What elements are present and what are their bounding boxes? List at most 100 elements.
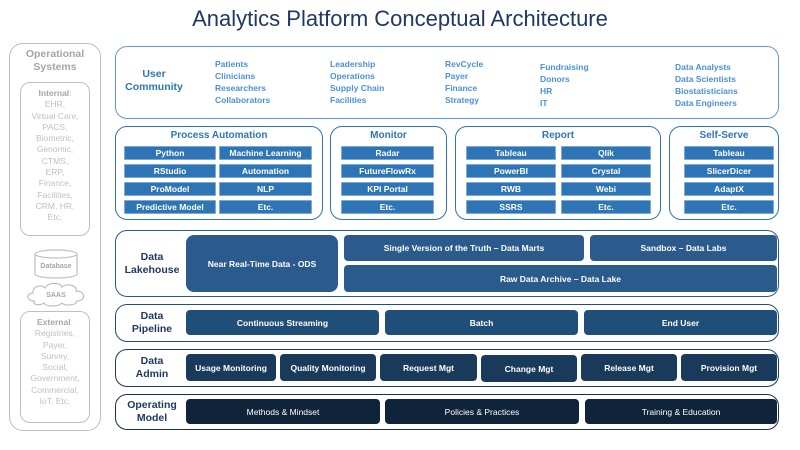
external-systems-box: External: Registries, Payer, Survey, Soc… (20, 311, 90, 423)
pl-label-line1: Data (140, 310, 164, 322)
user-group: HR (540, 86, 553, 96)
data-marts-block: Single Version of the Truth – Data Marts (344, 235, 584, 261)
admin-block: Change Mgt (481, 355, 577, 382)
page-title: Analytics Platform Conceptual Architectu… (192, 6, 608, 31)
internal-item: CRM, HR, (35, 200, 75, 211)
pipeline-block: Continuous Streaming (186, 310, 379, 335)
admin-block: Request Mgt (380, 354, 477, 381)
tool-pill: RWB (466, 182, 556, 196)
process-automation-panel: Process Automation Python Machine Learni… (115, 126, 323, 220)
tool-pill: KPI Portal (341, 182, 434, 196)
tool-pill: Automation (219, 164, 312, 178)
self-serve-title: Self-Serve (699, 130, 749, 141)
user-group: RevCycle (445, 59, 484, 69)
external-item: Payer, (42, 339, 68, 350)
saas-label: SAAS (46, 292, 66, 299)
om-label-line2: Model (136, 412, 168, 424)
internal-item: Etc. (47, 212, 63, 223)
tool-pill: Tableau (466, 146, 556, 160)
tool-pill: Etc. (561, 200, 651, 214)
ad-label-line1: Data (140, 355, 164, 367)
user-group: Data Analysts (675, 62, 731, 72)
user-group-column: RevCycle Payer Finance Strategy (445, 58, 483, 106)
admin-block: Usage Monitoring (186, 354, 276, 381)
external-item: IoT, Etc. (39, 396, 71, 407)
operating-model-label: Operating Model (120, 399, 184, 425)
monitor-title: Monitor (370, 130, 407, 141)
external-item: Registries, (34, 328, 76, 339)
process-automation-title: Process Automation (170, 130, 268, 141)
user-community-panel: User Community Patients Clinicians Resea… (115, 46, 779, 119)
user-group-column: Patients Clinicians Researchers Collabor… (215, 58, 270, 106)
internal-item: PACS, (42, 121, 68, 132)
tool-pill: Etc. (684, 200, 774, 214)
user-group: Finance (445, 83, 478, 93)
data-admin-label: Data Admin (120, 355, 184, 381)
ods-block: Near Real-Time Data - ODS (186, 235, 338, 292)
user-community-label: User Community (124, 68, 184, 94)
user-group: Operations (330, 71, 375, 81)
internal-item: EHR, (44, 99, 66, 110)
lh-label-line2: Lakehouse (124, 264, 180, 276)
internal-systems-box: Internal: EHR, Virtual Care, PACS, Biome… (20, 82, 90, 236)
tool-pill: FutureFlowRx (341, 164, 434, 178)
monitor-panel: Monitor Radar FutureFlowRx KPI Portal Et… (330, 126, 447, 220)
tool-pill: Python (124, 146, 216, 160)
database-icon: Database (34, 249, 78, 279)
operational-systems-panel: Operational Systems Internal: EHR, Virtu… (9, 43, 101, 431)
external-item: Commercial, (31, 384, 79, 395)
data-pipeline-label: Data Pipeline (120, 310, 184, 336)
tool-pill: Crystal (561, 164, 651, 178)
internal-item: ERP, (45, 167, 65, 178)
tool-pill: Radar (341, 146, 434, 160)
data-admin-panel: Data Admin Usage Monitoring Quality Moni… (115, 349, 779, 387)
user-group: Patients (215, 59, 249, 69)
internal-item: CTMS, (41, 155, 69, 166)
tool-pill: Predictive Model (124, 200, 216, 214)
tool-pill: RStudio (124, 164, 216, 178)
user-group: Supply Chain (330, 83, 385, 93)
database-label: Database (40, 263, 71, 270)
operating-model-panel: Operating Model Methods & Mindset Polici… (115, 394, 779, 430)
user-group: Collaborators (215, 95, 271, 105)
user-group: Biostatisticians (675, 86, 738, 96)
tool-pill: NLP (219, 182, 312, 196)
internal-item: Genomic, (36, 144, 74, 155)
data-labs-block: Sandbox – Data Labs (590, 235, 777, 261)
admin-block: Provision Mgt (681, 354, 777, 381)
lh-label-line1: Data (140, 251, 164, 263)
ops-title-line2: Systems (33, 61, 77, 73)
ad-label-line2: Admin (135, 368, 169, 380)
tool-pill: Webi (561, 182, 651, 196)
external-item: Social, (42, 362, 68, 373)
data-lake-block: Raw Data Archive – Data Lake (344, 265, 777, 292)
tool-pill: Tableau (684, 146, 774, 160)
admin-block: Release Mgt (581, 354, 677, 381)
external-item: Government, (30, 373, 80, 384)
user-group: Clinicians (215, 71, 256, 81)
data-lakehouse-label: Data Lakehouse (120, 251, 184, 277)
external-item: Survey, (40, 350, 70, 361)
tool-pill: SSRS (466, 200, 556, 214)
user-group: Leadership (330, 59, 376, 69)
user-group-column: Leadership Operations Supply Chain Facil… (330, 58, 384, 106)
tool-pill: SlicerDicer (684, 164, 774, 178)
tool-pill: PowerBI (466, 164, 556, 178)
ops-title-line1: Operational (25, 48, 85, 60)
user-group: Researchers (215, 83, 267, 93)
internal-item: Biometric, (36, 133, 74, 144)
om-label-line1: Operating (127, 399, 177, 411)
user-group: Facilities (330, 95, 367, 105)
self-serve-panel: Self-Serve Tableau SlicerDicer AdaptX Et… (669, 126, 779, 220)
tool-pill: Etc. (219, 200, 312, 214)
tool-pill: ProModel (124, 182, 216, 196)
admin-block: Quality Monitoring (280, 354, 376, 381)
user-group: Data Engineers (675, 98, 737, 108)
user-group-column: Data Analysts Data Scientists Biostatist… (675, 61, 738, 109)
user-group: Payer (445, 71, 469, 81)
operating-block: Methods & Mindset (186, 399, 380, 424)
report-title: Report (541, 130, 575, 141)
user-group: IT (540, 98, 548, 108)
internal-item: Virtual Care, (31, 110, 79, 121)
internal-item: Finance, (38, 178, 72, 189)
